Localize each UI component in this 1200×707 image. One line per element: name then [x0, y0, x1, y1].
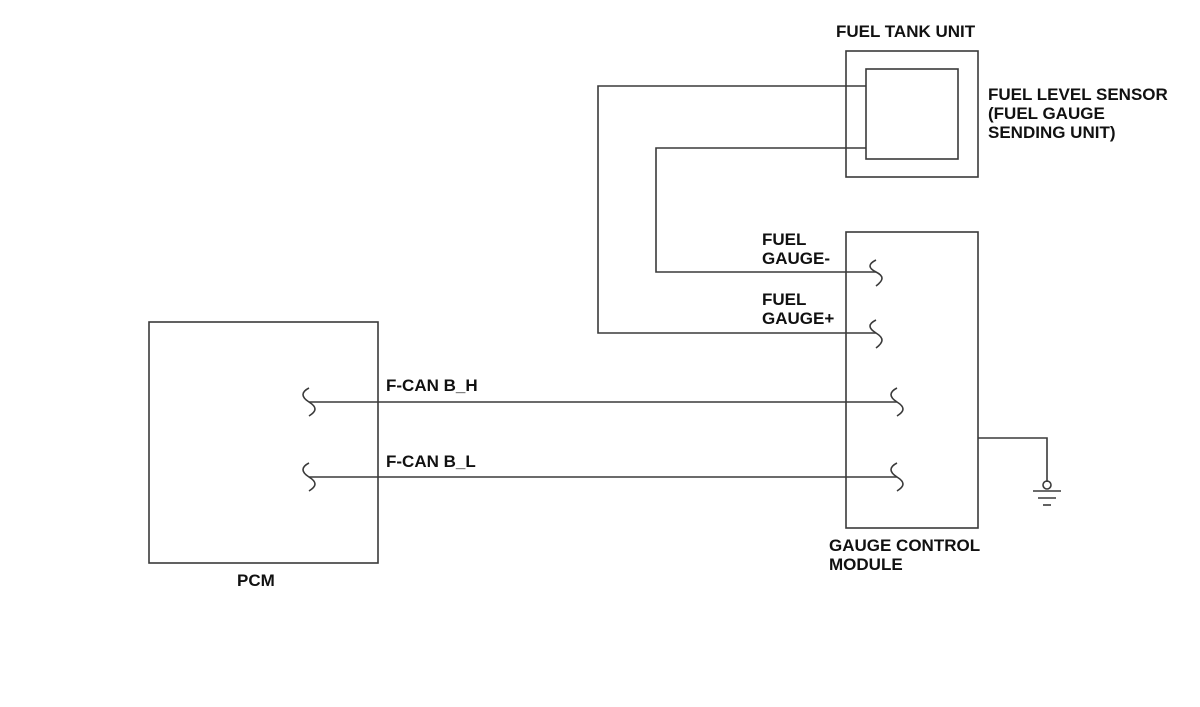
f-can-b-h-label: F-CAN B_H — [386, 376, 478, 395]
fuel-gauge-minus-wire — [655, 147, 876, 273]
fuel-level-sensor-label: FUEL LEVEL SENSOR (FUEL GAUGE SENDING UN… — [988, 85, 1168, 142]
connector-gcm-f-can-b-h — [890, 387, 904, 417]
fuel-gauge-minus-label: FUEL GAUGE- — [762, 230, 830, 268]
connector-fuel-gauge-plus — [869, 319, 883, 349]
fuel-level-sensor-label-line3: SENDING UNIT) — [988, 123, 1116, 142]
fuel-gauge-minus-label-line2: GAUGE- — [762, 249, 830, 268]
fuel-level-sensor-box — [865, 68, 959, 160]
connector-gcm-f-can-b-l — [890, 462, 904, 492]
connector-pcm-f-can-b-l — [302, 462, 316, 492]
gauge-control-module-label: GAUGE CONTROL MODULE — [829, 536, 980, 574]
fuel-tank-unit-label: FUEL TANK UNIT — [836, 22, 976, 41]
fuel-gauge-plus-wire — [597, 85, 876, 334]
gauge-control-module-label-line1: GAUGE CONTROL — [829, 536, 981, 555]
fuel-gauge-plus-label-line2: GAUGE+ — [762, 309, 835, 328]
fuel-gauge-plus-label-line1: FUEL — [762, 290, 807, 309]
gauge-control-module-label-line2: MODULE — [829, 555, 903, 574]
ground-wire — [978, 437, 1048, 482]
fuel-gauge-plus-label: FUEL GAUGE+ — [762, 290, 834, 328]
fuel-level-sensor-label-line2: (FUEL GAUGE — [988, 104, 1105, 123]
gauge-control-module-box — [845, 231, 979, 529]
connector-pcm-f-can-b-h — [302, 387, 316, 417]
fuel-gauge-minus-label-line1: FUEL — [762, 230, 807, 249]
f-can-b-l-label: F-CAN B_L — [386, 452, 476, 471]
fuel-level-sensor-label-line1: FUEL LEVEL SENSOR — [988, 85, 1168, 104]
pcm-label: PCM — [237, 571, 275, 590]
connector-fuel-gauge-minus — [869, 259, 883, 287]
fuel-tank-unit-box — [845, 50, 979, 178]
pcm-box — [148, 321, 379, 564]
ground-icon — [1033, 480, 1061, 506]
